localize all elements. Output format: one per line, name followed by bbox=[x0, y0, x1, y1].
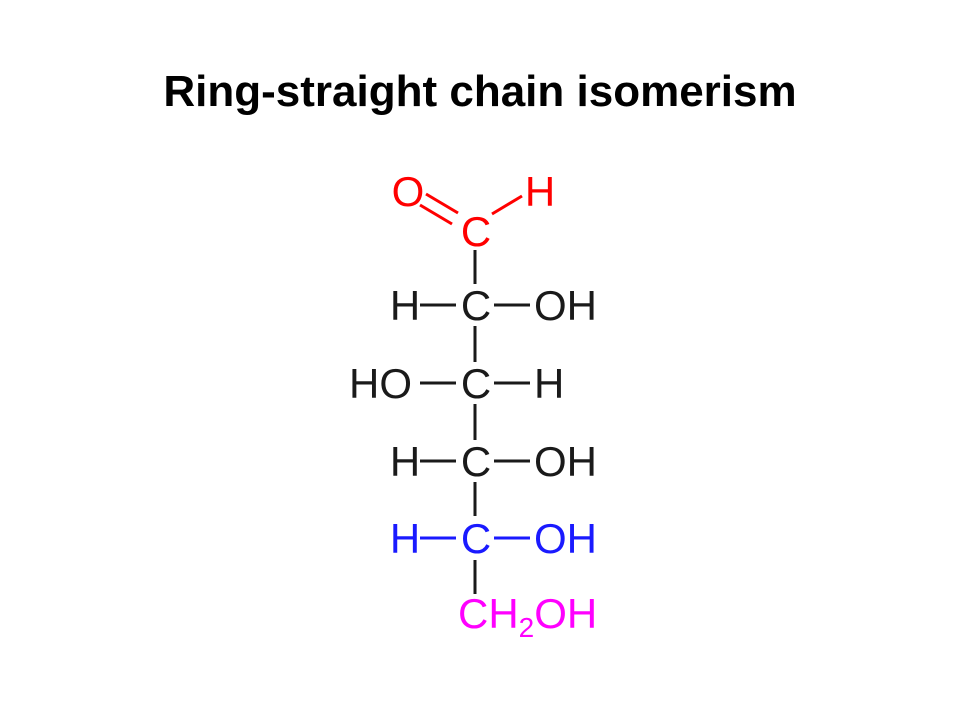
chiral-center-row: H C OH bbox=[390, 282, 597, 329]
terminal-prefix: CH bbox=[458, 590, 519, 637]
row-carbon: C bbox=[461, 515, 491, 562]
chiral-center-row: HO C H bbox=[349, 360, 564, 407]
row-right-substituent: OH bbox=[534, 282, 597, 329]
row-left-substituent: H bbox=[390, 515, 420, 562]
slide-title: Ring-straight chain isomerism bbox=[163, 67, 797, 116]
aldehyde-double-bond-lower bbox=[419, 203, 453, 226]
terminal-group: CH2OH bbox=[458, 590, 597, 643]
row-left-substituent: HO bbox=[349, 360, 412, 407]
row-right-substituent: OH bbox=[534, 438, 597, 485]
row-carbon: C bbox=[461, 360, 491, 407]
row-carbon: C bbox=[461, 282, 491, 329]
chiral-center-row: H C OH bbox=[390, 438, 597, 485]
row-right-substituent: H bbox=[534, 360, 564, 407]
aldehyde-hydrogen: H bbox=[525, 168, 555, 215]
aldehyde-oxygen: O bbox=[392, 168, 425, 215]
terminal-subscript: 2 bbox=[519, 612, 535, 643]
aldehyde-group: O H C bbox=[392, 168, 556, 255]
primary-alcohol-group: CH2OH bbox=[458, 590, 597, 643]
chiral-center-row-highlighted: H C OH bbox=[390, 515, 597, 562]
aldehyde-ch-bond bbox=[491, 194, 523, 216]
row-left-substituent: H bbox=[390, 282, 420, 329]
row-right-substituent: OH bbox=[534, 515, 597, 562]
aldehyde-carbon: C bbox=[461, 208, 491, 255]
terminal-suffix: OH bbox=[534, 590, 597, 637]
row-carbon: C bbox=[461, 438, 491, 485]
aldehyde-double-bond-upper bbox=[425, 192, 459, 215]
row-left-substituent: H bbox=[390, 438, 420, 485]
